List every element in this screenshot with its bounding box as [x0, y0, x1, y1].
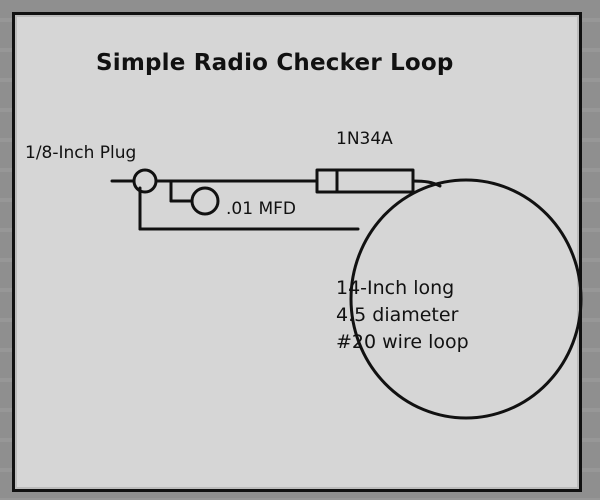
loop-wire-label: #20 wire loop: [336, 331, 469, 353]
plug-label: 1/8-Inch Plug: [25, 143, 137, 163]
diode-body: [315, 168, 415, 194]
plug-symbol: [132, 168, 158, 194]
diode-label: 1N34A: [336, 129, 393, 149]
capacitor-label: .01 MFD: [226, 199, 296, 219]
diagram-title: Simple Radio Checker Loop: [96, 50, 454, 76]
loop-diameter-label: 4.5 diameter: [336, 304, 459, 326]
wire-loop: [349, 178, 583, 420]
capacitor-symbol: [190, 186, 220, 216]
diagram-panel: [12, 12, 582, 492]
loop-length-label: 14-Inch long: [336, 277, 455, 299]
loop-description: 14-Inch long 4.5 diameter #20 wire loop: [336, 275, 469, 356]
